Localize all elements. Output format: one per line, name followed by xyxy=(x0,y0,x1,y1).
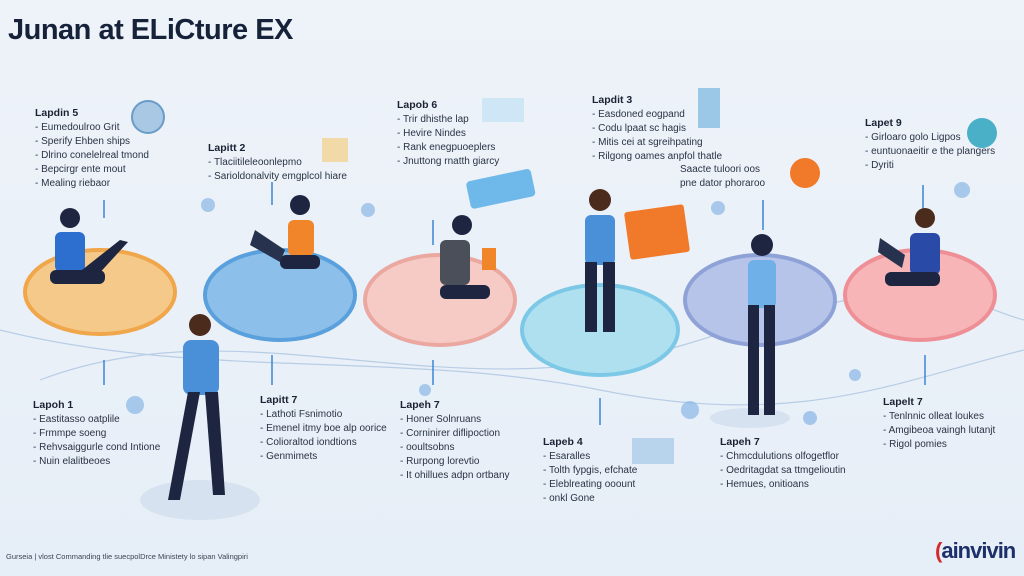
layer-item: Mealing riebaor xyxy=(35,177,149,191)
platform-2 xyxy=(203,248,357,342)
photo-thumbnail-icon xyxy=(632,438,674,464)
layer-item: Frmmpe soeng xyxy=(33,427,160,441)
layer-item: Rurpong lorevtio xyxy=(400,455,510,469)
layer-item: Tolth fypgis, efchate xyxy=(543,464,637,478)
layer-title: Lapeb 4 xyxy=(543,436,583,448)
layer-item: Amgibeoa vaingh lutanjt xyxy=(883,424,996,438)
footer-text: Gurseia | vlost Commanding tlie suecpolD… xyxy=(6,552,248,561)
layer-title: Lapoh 1 xyxy=(33,399,74,411)
person-laptop-6 xyxy=(878,208,940,286)
layer-item: Dlrino conelelreal tmond xyxy=(35,149,149,163)
robot-icon xyxy=(790,158,820,188)
layer-item: Sarioldonalvity emgplcol hiare xyxy=(208,170,347,184)
side-note-line: pne dator phoraroo xyxy=(680,178,766,189)
layer-block-l1: Lapoh 1 Eastitasso oatplileFrmmpe soengRe… xyxy=(33,398,160,469)
layer-item: Rilgong oames anpfol thatle xyxy=(592,150,722,164)
layer-block-l7a: Lapitt 7 Lathoti FsnimotioEmenel itmy boe… xyxy=(260,393,387,464)
layer-item: Trir dhisthe lap xyxy=(397,113,499,127)
layer-title: Lapob 6 xyxy=(397,99,438,111)
layer-item: euntuonaeitir e the plangers xyxy=(865,145,995,159)
layer-item: Rigol pomies xyxy=(883,438,995,452)
layer-item: Codu lpaat sc hagis xyxy=(592,122,722,136)
layer-item: Mitis cei at sgreihpating xyxy=(592,136,722,150)
logo-text: ainvivin xyxy=(941,538,1016,563)
layer-block-l6: Lapob 6 Trir dhisthe lapHevire NindesRank… xyxy=(397,98,499,169)
layer-item: Tenlnnic olleat loukes xyxy=(883,410,995,424)
layer-item: Hevire Nindes xyxy=(397,127,499,141)
snowflake-decor xyxy=(126,182,970,425)
layer-item: Sperify Ehben ships xyxy=(35,135,149,149)
layer-item: ooultsobns xyxy=(400,441,510,455)
layer-block-l3: Lapdit 3 Easdoned eogpandCodu lpaat sc ha… xyxy=(592,93,722,164)
layer-item: Eleblreating ooount xyxy=(543,478,637,492)
badge-card-icon xyxy=(466,169,536,209)
layer-item: Oedritagdat sa ttmgelioutin xyxy=(720,464,846,478)
people xyxy=(50,189,940,500)
layer-item: Girloaro golo Ligpos xyxy=(865,131,995,145)
layer-item: Jnuttong rnatth giarcy xyxy=(397,155,499,169)
layer-item: Rehvsaiggurle cond Intione xyxy=(33,441,160,455)
person-walking xyxy=(168,314,225,500)
layer-block-l7b: Lapeh 7 Honer SolnruansCorninirer diflipo… xyxy=(400,398,510,483)
layer-title: Lapet 9 xyxy=(865,117,902,129)
layer-block-l9: Lapet 9 Girloaro golo Ligposeuntuonaeitir… xyxy=(865,116,995,173)
person-laptop-1 xyxy=(50,208,128,284)
layer-item: Colioraltod iondtions xyxy=(260,436,387,450)
layer-item: Genmimets xyxy=(260,450,387,464)
logo-swoosh: ( xyxy=(935,538,942,563)
person-tablet-3 xyxy=(440,215,496,299)
layer-block-l5: Lapdin 5 Eumedoulroo GritSperify Ehben sh… xyxy=(35,106,149,191)
layer-item: Esaralles xyxy=(543,450,637,464)
layer-item: It ohillues adpn ortbany xyxy=(400,469,509,483)
layer-item: Bepcirgr ente mout xyxy=(35,163,149,177)
brand-logo: (ainvivin xyxy=(935,538,1016,564)
person-laptop-2 xyxy=(250,195,320,269)
layer-item: Lathoti Fsnimotio xyxy=(260,408,387,422)
layer-item: Corninirer diflipoction xyxy=(400,427,510,441)
platforms xyxy=(23,248,997,520)
layer-block-l7d: Lapelt 7 Tenlnnic olleat loukesAmgibeoa v… xyxy=(883,395,995,452)
layer-item: onkl Gone xyxy=(543,492,637,506)
layer-item: Emenel itmy boe alp oorice xyxy=(260,422,387,436)
layer-title: Lapeh 7 xyxy=(720,436,760,448)
layer-block-l2: Lapitt 2 TlaciitileleoonlepmoSarioldonalv… xyxy=(208,141,347,184)
layer-item: Hemues, onitioans xyxy=(720,478,846,492)
layer-item: Nuin elalitbeoes xyxy=(33,455,160,469)
layer-title: Lapdin 5 xyxy=(35,107,79,119)
layer-title: Lapitt 2 xyxy=(208,142,246,154)
person-woman-5 xyxy=(748,234,776,415)
side-note: Saacte tuloori oos pne dator phoraroo xyxy=(680,163,765,191)
platform-4 xyxy=(520,283,680,377)
layer-item: Eastitasso oatplile xyxy=(33,413,160,427)
layer-title: Lapelt 7 xyxy=(883,396,923,408)
layer-block-l7c: Lapeh 7 Chmcdulutions olfogetflorOedritag… xyxy=(720,435,846,492)
layer-item: Dyriti xyxy=(865,159,995,173)
layer-item: Chmcdulutions olfogetflor xyxy=(720,450,846,464)
person-standing-4 xyxy=(585,189,690,332)
layer-item: Honer Solnruans xyxy=(400,413,510,427)
layer-title: Lapeh 7 xyxy=(400,399,440,411)
page-title: Junan at ELiCture EX xyxy=(8,14,293,46)
side-note-line: Saacte tuloori oos xyxy=(680,164,761,175)
layer-block-l4: Lapeb 4 EsarallesTolth fypgis, efchateEle… xyxy=(543,435,637,506)
layer-item: Eumedoulroo Grit xyxy=(35,121,149,135)
layer-title: Lapdit 3 xyxy=(592,94,633,106)
layer-item: Easdoned eogpand xyxy=(592,108,722,122)
layer-item: Rank enegpuoeplers xyxy=(397,141,499,155)
layer-title: Lapitt 7 xyxy=(260,394,298,406)
layer-item: Tlaciitileleoonlepmo xyxy=(208,156,347,170)
